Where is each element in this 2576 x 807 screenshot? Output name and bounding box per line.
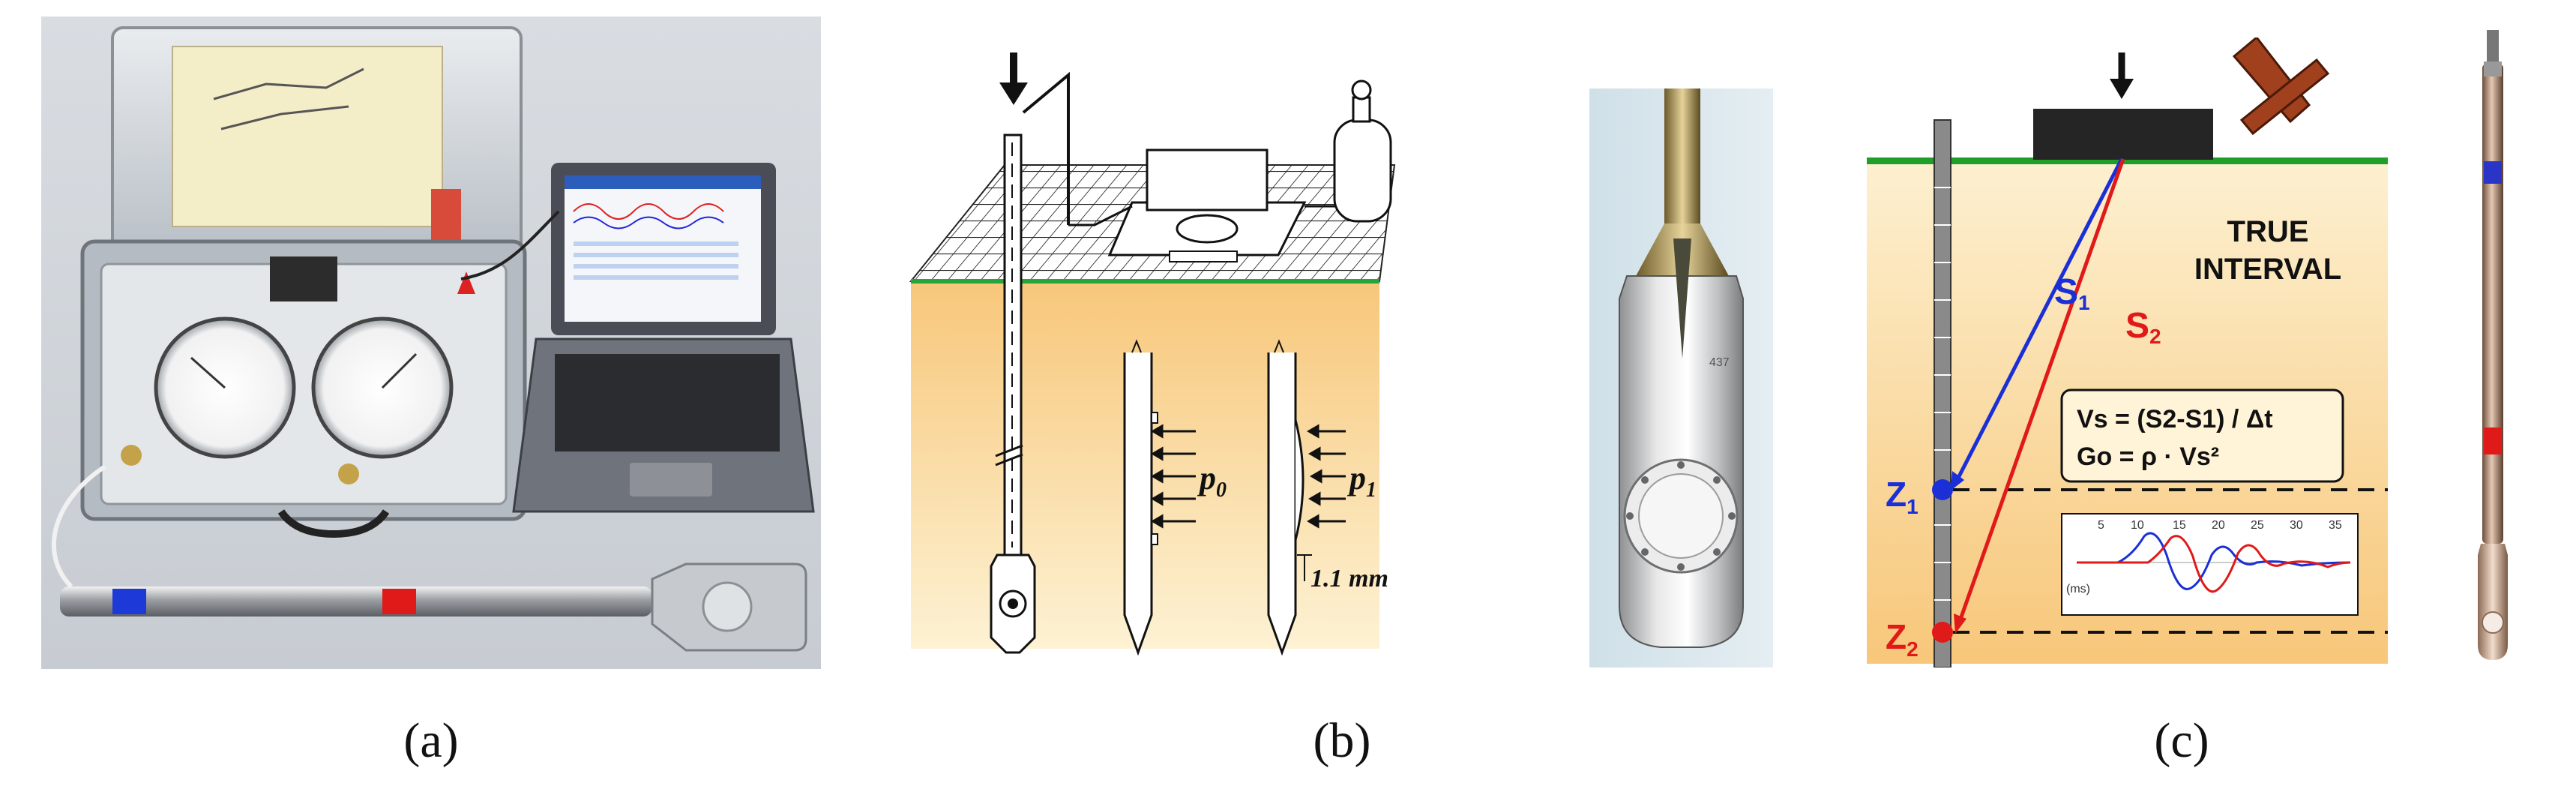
caption-b: (b) xyxy=(1313,713,1371,768)
membrane-expanded: p1 1.1 mm xyxy=(1267,339,1388,656)
waveform-inset: 5 10 15 20 25 30 35 (ms) xyxy=(2061,513,2359,616)
ray-s2 xyxy=(1956,158,2125,626)
caption-c: (c) xyxy=(2154,713,2209,768)
photo-dmt-equipment xyxy=(41,16,821,669)
svg-text:437: 437 xyxy=(1709,356,1730,369)
membrane-closed: p0 xyxy=(1123,339,1227,656)
ray-s1 xyxy=(1953,158,2124,485)
photo-dmt-blade: 437 xyxy=(1589,88,1773,668)
gas-tank xyxy=(1333,118,1392,223)
svg-text:Go = ρ · Vs²: Go = ρ · Vs² xyxy=(2077,442,2219,471)
svg-text:30: 30 xyxy=(2290,519,2303,532)
waveform-s1 xyxy=(2077,532,2351,590)
svg-text:25: 25 xyxy=(2251,519,2264,532)
formula-box xyxy=(2060,388,2344,483)
svg-text:15: 15 xyxy=(2173,519,2186,532)
svg-text:(ms): (ms) xyxy=(2066,583,2090,596)
hammer-icon xyxy=(2232,38,2330,136)
svg-text:S2: S2 xyxy=(2125,306,2161,348)
push-arrow-icon xyxy=(999,52,1028,105)
receiver-z2 xyxy=(1932,622,1953,643)
ground-line xyxy=(1867,158,2388,164)
svg-text:INTERVAL: INTERVAL xyxy=(2194,253,2341,286)
receiver-upper xyxy=(2484,161,2502,184)
svg-text:Z2: Z2 xyxy=(1886,617,1919,661)
svg-text:Z1: Z1 xyxy=(1886,475,1919,518)
load-arrow-icon xyxy=(2110,52,2134,99)
svg-text:20: 20 xyxy=(2212,519,2225,532)
svg-text:Vs = (S2-S1) / Δt: Vs = (S2-S1) / Δt xyxy=(2077,405,2273,434)
seismic-rod xyxy=(1933,119,1951,668)
svg-text:5: 5 xyxy=(2098,519,2104,532)
svg-text:p0: p0 xyxy=(1197,460,1227,502)
source-plate xyxy=(2033,109,2213,160)
svg-text:1.1 mm: 1.1 mm xyxy=(1310,565,1388,592)
caption-a: (a) xyxy=(403,713,459,768)
svg-text:10: 10 xyxy=(2131,519,2144,532)
diagram-dmt-schematic: p0 p1 1.1 mm xyxy=(900,22,1409,668)
receiver-lower xyxy=(2484,428,2502,454)
receiver-z1 xyxy=(1932,479,1953,500)
svg-text:35: 35 xyxy=(2329,519,2342,532)
svg-text:S1: S1 xyxy=(2054,272,2090,314)
waveform-s2 xyxy=(2077,535,2351,593)
diagram-seismic-dmt: Z1 Z2 S1 S2 TRUE INTERVAL Vs = (S2-S1) /… xyxy=(1859,38,2392,668)
photo-seismic-rod xyxy=(2470,30,2515,662)
svg-text:TRUE: TRUE xyxy=(2227,215,2309,248)
svg-text:p1: p1 xyxy=(1346,460,1376,502)
